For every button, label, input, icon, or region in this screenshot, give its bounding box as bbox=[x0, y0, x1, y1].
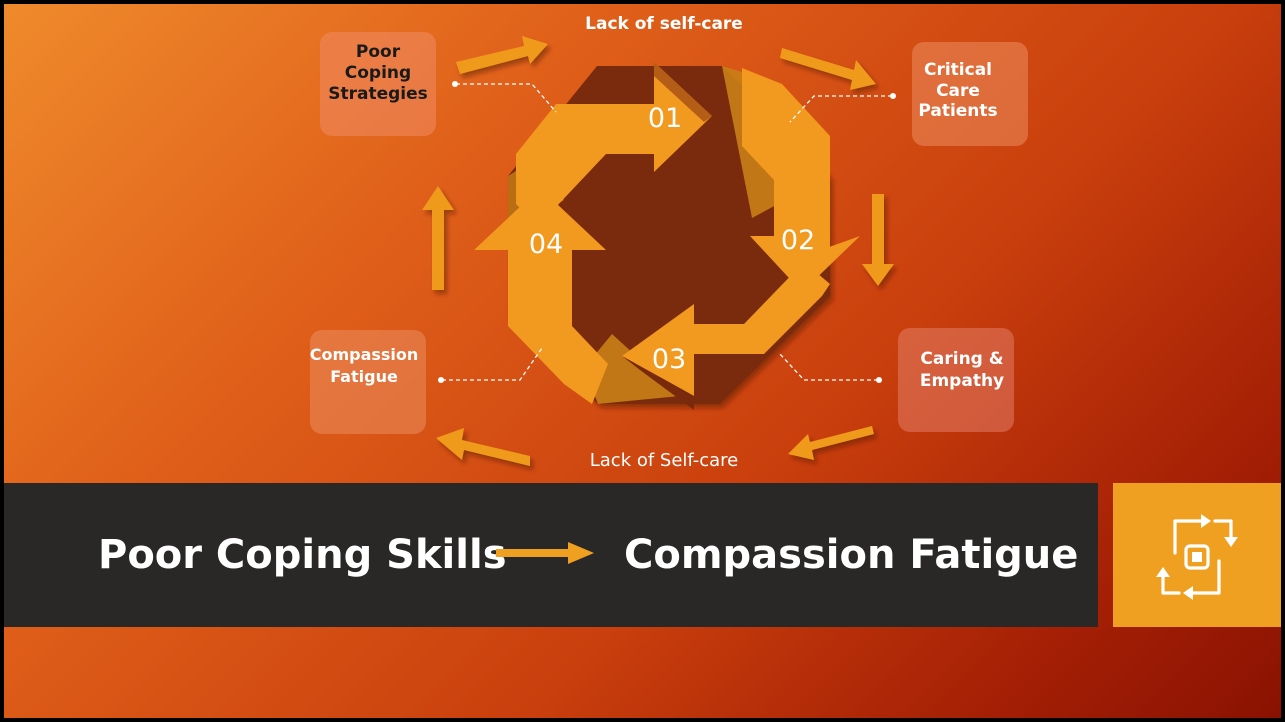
step-03-arrow bbox=[622, 262, 830, 396]
step-02-number: 02 bbox=[781, 225, 815, 256]
step-04-number: 04 bbox=[529, 229, 563, 260]
box-critical-care-patients bbox=[912, 42, 1028, 146]
box-top-left-line-2: Coping bbox=[344, 62, 412, 83]
box-bottom-left-text: Compassion Fatigue bbox=[300, 344, 428, 387]
connector-bottom-left bbox=[442, 347, 543, 381]
box-top-right-line-2: Care bbox=[936, 80, 980, 101]
arrow-head-shadow-03 bbox=[622, 356, 694, 410]
box-top-left-text: Poor Coping Strategies bbox=[320, 42, 436, 105]
outer-arrow-bottom-left bbox=[436, 428, 530, 466]
box-top-right-text: Critical Care Patients bbox=[900, 60, 1016, 122]
ribbon-fold-bottom bbox=[584, 334, 680, 404]
connector-dot-bottom-right bbox=[876, 377, 882, 383]
step-04-arrow bbox=[474, 188, 608, 404]
box-bottom-left-line-1: Compassion bbox=[309, 345, 419, 364]
box-top-left-line-1: Poor bbox=[355, 42, 401, 62]
connector-bottom-right bbox=[779, 353, 878, 381]
box-bottom-left-line-2: Fatigue bbox=[330, 366, 398, 386]
box-top-right-line-1: Critical bbox=[923, 60, 993, 80]
right-arrow-icon bbox=[496, 542, 594, 564]
box-compassion-fatigue bbox=[310, 330, 426, 434]
connector-top-right bbox=[789, 95, 892, 123]
connector-top-left bbox=[456, 83, 557, 113]
connector-dot-top-right bbox=[890, 93, 896, 99]
icon-box bbox=[1113, 483, 1281, 627]
box-bottom-right-text: Caring & Empathy bbox=[898, 348, 1026, 392]
step-01-number: 01 bbox=[648, 103, 682, 134]
connector-dot-top-left bbox=[452, 81, 458, 87]
box-caring-empathy bbox=[898, 328, 1014, 432]
arrow-head-shadow-01 bbox=[654, 62, 712, 122]
cycle-diagram: 01 02 03 04 bbox=[422, 36, 896, 466]
outer-arrow-bottom-right bbox=[788, 426, 874, 460]
banner-right-text: Compassion Fatigue bbox=[624, 532, 1079, 578]
bottom-label: Lack of Self-care bbox=[589, 450, 739, 471]
box-top-left-line-3: Strategies bbox=[328, 83, 428, 104]
box-top-right-line-3: Patients bbox=[918, 101, 998, 122]
slide: 01 02 03 04 Lack of self-care Lack of Se… bbox=[4, 4, 1281, 718]
cycle-process-icon bbox=[1156, 514, 1238, 600]
outer-arrow-left bbox=[422, 186, 454, 290]
connector-dot-bottom-left bbox=[438, 377, 444, 383]
top-label: Lack of self-care bbox=[585, 14, 743, 34]
box-poor-coping-strategies bbox=[320, 32, 436, 136]
outer-arrow-right bbox=[862, 194, 894, 286]
banner-left-text: Poor Coping Skills bbox=[98, 532, 507, 578]
box-bottom-right-line-2: Empathy bbox=[919, 371, 1005, 392]
step-02-arrow bbox=[742, 68, 860, 292]
step-03-number: 03 bbox=[652, 344, 686, 375]
step-01-arrow bbox=[516, 62, 712, 226]
outer-arrow-top-right bbox=[780, 48, 876, 90]
box-bottom-right-line-1: Caring & bbox=[920, 349, 1004, 369]
outer-arrow-top-left bbox=[456, 36, 548, 74]
